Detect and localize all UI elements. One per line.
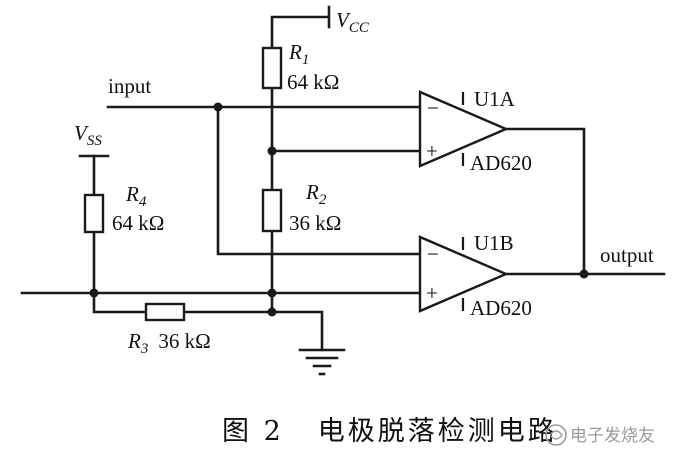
u1a-inverting-sign: − [427, 96, 439, 120]
vss-label: VSS [74, 121, 102, 149]
r1-name: R1 [288, 40, 309, 68]
u1b-inverting-sign: − [427, 242, 439, 266]
u1b-noninverting-sign: + [426, 281, 438, 305]
r1-value: 64 kΩ [287, 70, 339, 94]
r1-resistor [261, 46, 283, 90]
r4-name: R4 [125, 182, 147, 210]
u1b-designator: U1B [474, 231, 514, 255]
opamp-u1b [418, 235, 510, 313]
ground-symbol [298, 348, 346, 376]
r3-resistor [144, 302, 186, 322]
r4-resistor [83, 193, 105, 234]
junction-dots [89, 102, 589, 317]
r4-value: 64 kΩ [112, 211, 164, 235]
r2-name: R2 [305, 180, 327, 208]
u1a-part-label: AD620 [470, 151, 532, 175]
watermark: 电子发烧友 [545, 424, 655, 446]
opamp-u1a [418, 90, 510, 168]
r2-resistor [261, 188, 283, 233]
u1a-designator: U1A [474, 87, 516, 111]
input-label: input [108, 74, 151, 98]
u1a-noninverting-sign: + [426, 139, 438, 163]
output-label: output [600, 243, 654, 267]
watermark-text: 电子发烧友 [570, 426, 655, 446]
wires [20, 5, 666, 352]
u1b-part-label: AD620 [470, 296, 532, 320]
vcc-label: VCC [336, 8, 370, 36]
r2-value: 36 kΩ [289, 211, 341, 235]
